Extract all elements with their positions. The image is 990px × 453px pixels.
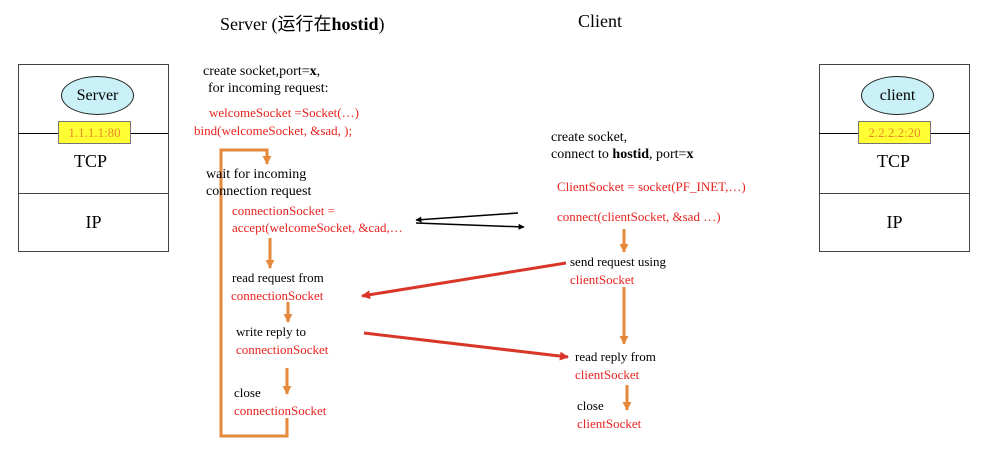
client-process-ellipse: client	[861, 76, 934, 115]
server-address-badge: 1.1.1.1:80	[58, 121, 131, 144]
client-connect-label: connect to	[551, 147, 613, 162]
server-code-socket: welcomeSocket =Socket(…)	[209, 105, 359, 120]
client-address-badge: 2.2.2.2:20	[858, 121, 931, 144]
server-read-label: read request from	[232, 270, 324, 285]
server-wait-line2: connection request	[206, 184, 312, 199]
client-code-connect: connect(clientSocket, &sad …)	[557, 209, 721, 224]
request-arrow	[361, 261, 567, 300]
server-close-socket: connectionSocket	[234, 403, 327, 418]
server-code-conn: connectionSocket =	[232, 203, 335, 218]
client-close-label: close	[577, 398, 604, 413]
server-create-comma: ,	[316, 64, 321, 79]
server-create-line1: create socket,port=x,	[203, 63, 329, 80]
server-ip-layer: IP	[19, 193, 168, 251]
server-create-line2: for incoming request:	[208, 81, 329, 96]
server-code-accept: accept(welcomeSocket, &cad,…	[232, 220, 403, 235]
server-create-port-var: x	[309, 64, 317, 79]
client-create-line1: create socket,	[551, 130, 628, 145]
server-write-socket: connectionSocket	[236, 342, 329, 357]
client-close-socket: clientSocket	[577, 416, 642, 431]
connection-setup-arrow-to-server	[415, 212, 519, 223]
server-close-label: close	[234, 385, 261, 400]
client-send-socket: clientSocket	[570, 272, 635, 287]
server-write-label: write reply to	[236, 324, 307, 339]
client-create-socket-text: create socket, connect to hostid, port=x	[551, 129, 693, 163]
client-ip-layer: IP	[820, 193, 969, 251]
connection-setup-arrow-to-client	[415, 222, 525, 230]
client-connect-port-var: x	[686, 147, 694, 162]
server-create-label: create socket,port=	[203, 64, 310, 79]
client-read-socket: clientSocket	[575, 367, 640, 382]
server-code-bind: bind(welcomeSocket, &sad, );	[194, 123, 353, 138]
server-header-host: hostid	[331, 14, 379, 34]
server-tcp-label: TCP	[74, 151, 108, 171]
client-create-line2: connect to hostid, port=x	[551, 146, 693, 163]
server-loop-line	[219, 148, 289, 438]
server-create-socket-text: create socket,port=x, for incoming reque…	[203, 63, 329, 97]
server-header-suffix: )	[378, 14, 385, 34]
server-header-prefix: Server (运行在	[220, 14, 332, 34]
reply-arrow	[363, 331, 569, 361]
server-header: Server (运行在hostid)	[220, 10, 385, 36]
client-read-label: read reply from	[575, 349, 656, 364]
client-header: Client	[578, 11, 622, 31]
server-read-socket: connectionSocket	[231, 288, 324, 303]
server-wait-line1: wait for incoming	[206, 167, 307, 182]
client-send-label: send request using	[570, 254, 667, 269]
client-connect-host: hostid	[612, 147, 649, 162]
client-code-socket: ClientSocket = socket(PF_INET,…)	[557, 179, 746, 194]
client-tcp-label: TCP	[877, 151, 911, 171]
server-process-ellipse: Server	[61, 76, 134, 115]
server-wait-text: wait for incoming connection request	[206, 166, 311, 200]
client-connect-port-label: , port=	[649, 147, 687, 162]
